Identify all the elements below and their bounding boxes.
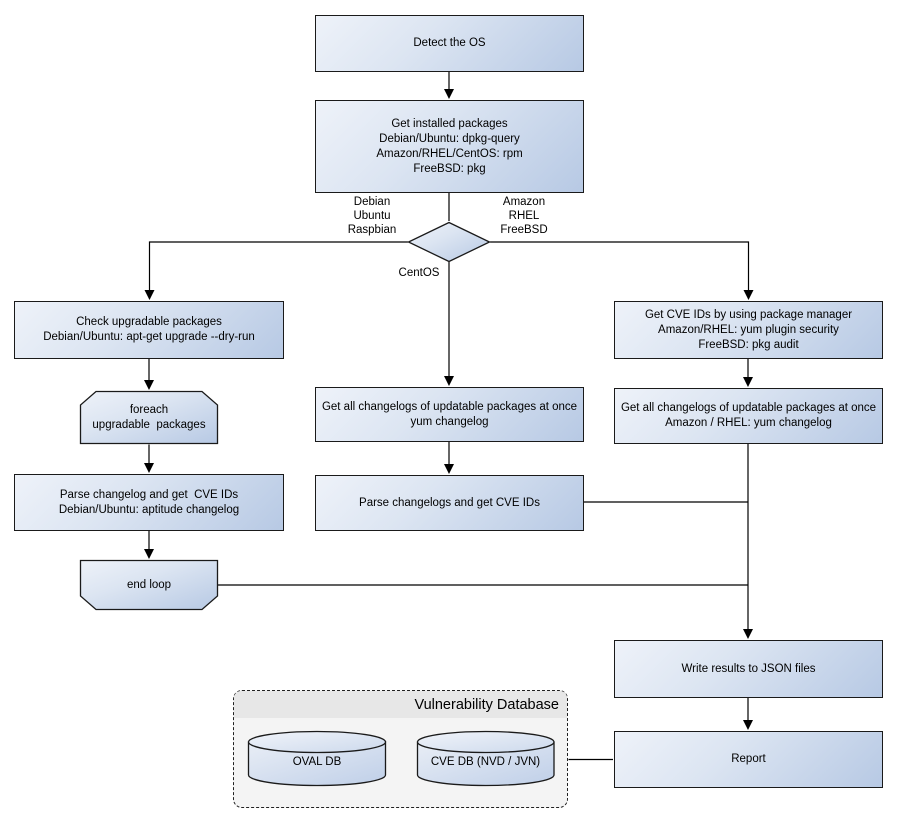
node-check-upgradable-packages: Check upgradable packages Debian/Ubuntu:…: [14, 301, 284, 359]
edge-decision-to-debian: [144, 241, 408, 301]
branch-label-amazon: Amazon RHEL FreeBSD: [500, 196, 548, 236]
foreach-loop-label: foreach upgradable packages: [92, 403, 206, 431]
branch-label-debian: Debian Ubuntu Raspbian: [347, 196, 397, 236]
node-write-results-json: Write results to JSON files: [614, 640, 883, 698]
node-parse-changelogs-centos: Parse changelogs and get CVE IDs: [315, 475, 584, 531]
end-loop-label: end loop: [126, 578, 172, 591]
node-get-installed-packages: Get installed packages Debian/Ubuntu: dp…: [315, 100, 584, 193]
node-detect-os: Detect the OS: [315, 15, 584, 72]
oval-db-label: OVAL DB: [292, 755, 342, 768]
os-decision-diamond: [407, 221, 491, 263]
node-get-changelogs-rhel: Get all changelogs of updatable packages…: [614, 388, 883, 444]
node-parse-changelog-debian: Parse changelog and get CVE IDs Debian/U…: [14, 474, 284, 531]
node-get-cve-ids-package-manager: Get CVE IDs by using package manager Ama…: [614, 301, 883, 359]
vulnerability-database-title: Vulnerability Database: [234, 691, 567, 718]
branch-label-centos: CentOS: [398, 267, 440, 279]
cve-db-label: CVE DB (NVD / JVN): [430, 755, 541, 768]
node-get-changelogs-centos: Get all changelogs of updatable packages…: [315, 387, 584, 442]
edge-decision-to-rhel: [490, 241, 754, 301]
node-report: Report: [614, 731, 883, 788]
